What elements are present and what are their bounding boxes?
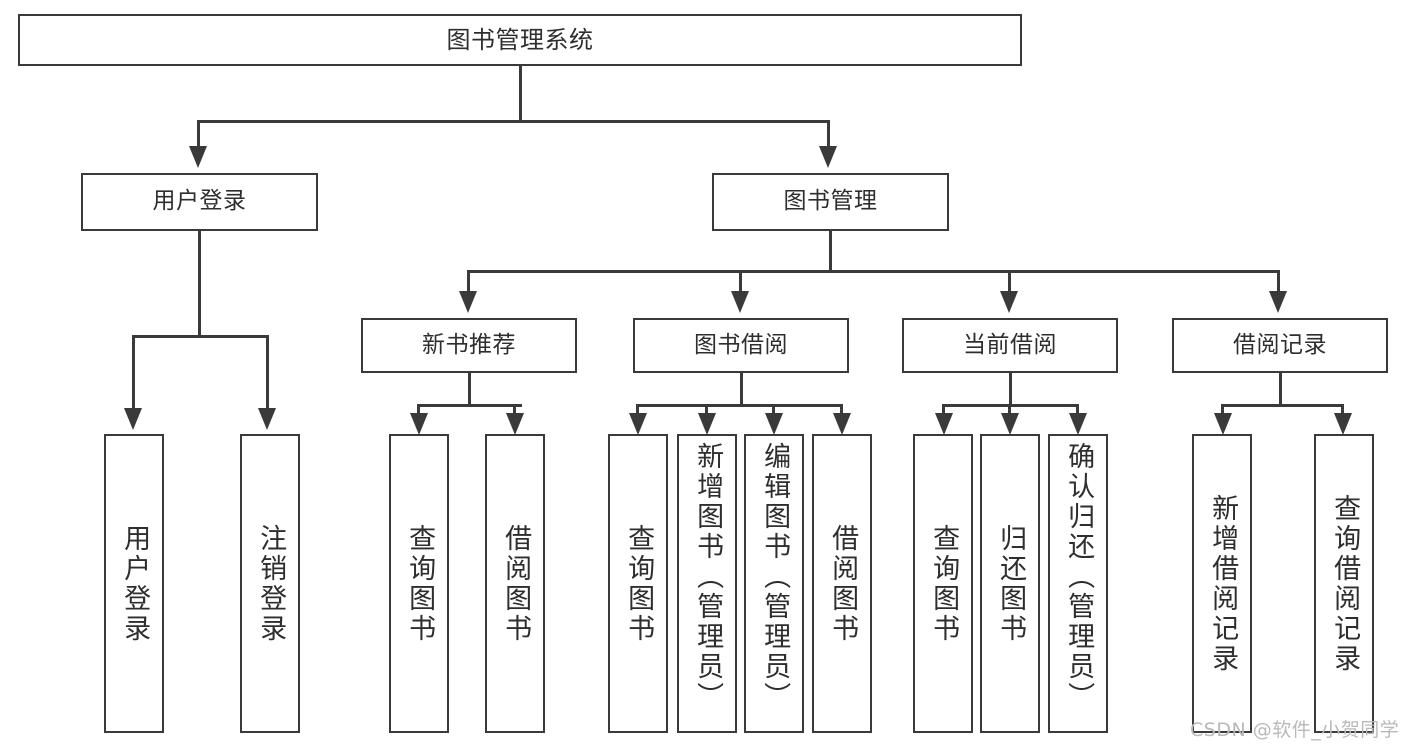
node-label: 图书管理系统 — [446, 25, 594, 54]
node-root-system[interactable]: 图书管理系统 — [18, 14, 1022, 66]
leaf-return-book[interactable]: 归还图书 — [980, 434, 1040, 733]
leaf-label: 查询图书 — [928, 523, 960, 644]
node-label: 用户登录 — [152, 188, 247, 215]
node-label: 图书管理 — [783, 188, 878, 215]
leaf-borrow-book-new[interactable]: 借阅图书 — [485, 434, 545, 733]
connector-book-borrow-bar — [636, 404, 843, 407]
leaf-query-record[interactable]: 查询借阅记录 — [1314, 434, 1374, 733]
leaf-add-record[interactable]: 新增借阅记录 — [1192, 434, 1252, 733]
leaf-label: 注销登录 — [255, 523, 287, 644]
node-label: 当前借阅 — [963, 331, 1057, 358]
connector-drop-borrow-book-2 — [840, 404, 843, 416]
arrow-query-record — [1334, 413, 1352, 435]
leaf-label: 用户登录 — [119, 523, 151, 644]
connector-drop-borrow-book-1 — [513, 404, 516, 416]
connector-drop-edit-book — [772, 404, 775, 416]
connector-drop-query-book-2 — [636, 404, 639, 416]
node-label: 图书借阅 — [694, 331, 788, 358]
leaf-label: 确认归还（管理员） — [1063, 442, 1095, 712]
node-user-login[interactable]: 用户登录 — [81, 173, 318, 231]
connector-drop-add-book — [705, 404, 708, 416]
arrow-borrow-book-2 — [833, 413, 851, 435]
arrow-new-book-recommend — [459, 291, 477, 313]
node-borrow-record[interactable]: 借阅记录 — [1172, 318, 1388, 373]
leaf-label: 查询图书 — [404, 523, 436, 644]
connector-book-borrow-stem — [740, 373, 743, 406]
connector-drop-new-book — [467, 270, 470, 294]
leaf-label: 借阅图书 — [500, 523, 532, 644]
node-label: 借阅记录 — [1233, 331, 1327, 358]
arrow-leaf-logout — [258, 408, 276, 430]
arrow-leaf-user-login — [124, 408, 142, 430]
node-current-borrow[interactable]: 当前借阅 — [902, 318, 1118, 373]
leaf-label: 新增借阅记录 — [1207, 493, 1239, 674]
connector-new-book-stem — [468, 373, 471, 406]
connector-drop-leaf-user-login — [132, 335, 135, 411]
connector-root-bar — [197, 120, 830, 123]
connector-drop-return-book — [1008, 404, 1011, 416]
arrow-query-book-2 — [629, 413, 647, 435]
node-book-manage[interactable]: 图书管理 — [712, 173, 949, 231]
arrow-query-book-3 — [935, 413, 953, 435]
node-label: 新书推荐 — [422, 331, 516, 358]
connector-drop-confirm-return — [1076, 404, 1079, 416]
leaf-borrow-book-borrow[interactable]: 借阅图书 — [812, 434, 872, 733]
connector-drop-query-book-1 — [417, 404, 420, 416]
leaf-label: 查询借阅记录 — [1329, 493, 1361, 674]
connector-user-login-bar — [132, 335, 269, 338]
connector-drop-user-login — [197, 120, 200, 149]
leaf-query-book-borrow[interactable]: 查询图书 — [608, 434, 668, 733]
arrow-add-record — [1214, 413, 1232, 435]
connector-root-stem — [519, 66, 522, 120]
leaf-label: 借阅图书 — [827, 523, 859, 644]
connector-current-borrow-stem — [1009, 373, 1012, 406]
connector-user-login-stem — [198, 231, 201, 337]
leaf-edit-book[interactable]: 编辑图书（管理员） — [744, 434, 804, 733]
leaf-query-book-new[interactable]: 查询图书 — [389, 434, 449, 733]
leaf-label: 新增图书（管理员） — [692, 442, 724, 712]
leaf-query-book-current[interactable]: 查询图书 — [913, 434, 973, 733]
connector-book-manage-stem — [829, 231, 832, 272]
connector-drop-book-borrow — [739, 270, 742, 294]
node-book-borrow[interactable]: 图书借阅 — [633, 318, 849, 373]
arrow-borrow-record — [1269, 291, 1287, 313]
arrow-book-borrow — [731, 291, 749, 313]
connector-new-book-bar — [417, 404, 522, 407]
leaf-label: 查询图书 — [623, 523, 655, 644]
connector-borrow-record-stem — [1279, 373, 1282, 406]
leaf-label: 编辑图书（管理员） — [759, 442, 791, 712]
connector-drop-add-record — [1221, 404, 1224, 416]
connector-drop-borrow-record — [1277, 270, 1280, 294]
connector-drop-leaf-logout — [266, 335, 269, 411]
arrow-query-book-1 — [410, 413, 428, 435]
leaf-logout[interactable]: 注销登录 — [240, 434, 300, 733]
arrow-current-borrow — [1000, 291, 1018, 313]
connector-drop-current-borrow — [1008, 270, 1011, 294]
arrow-book-manage — [819, 146, 837, 168]
leaf-label: 归还图书 — [995, 523, 1027, 644]
arrow-return-book — [1001, 413, 1019, 435]
arrow-add-book — [698, 413, 716, 435]
leaf-add-book[interactable]: 新增图书（管理员） — [677, 434, 737, 733]
connector-borrow-record-bar — [1221, 404, 1343, 407]
connector-drop-query-book-3 — [942, 404, 945, 416]
node-new-book-recommend[interactable]: 新书推荐 — [361, 318, 577, 373]
arrow-user-login — [189, 146, 207, 168]
arrow-borrow-book-1 — [506, 413, 524, 435]
arrow-confirm-return — [1069, 413, 1087, 435]
csdn-watermark: CSDN @软件_小贺同学 — [1190, 719, 1400, 741]
connector-drop-book-manage — [827, 120, 830, 149]
connector-drop-query-record — [1341, 404, 1344, 416]
leaf-user-login[interactable]: 用户登录 — [104, 434, 164, 733]
leaf-confirm-return[interactable]: 确认归还（管理员） — [1048, 434, 1108, 733]
connector-book-manage-bar — [467, 270, 1280, 273]
arrow-edit-book — [765, 413, 783, 435]
